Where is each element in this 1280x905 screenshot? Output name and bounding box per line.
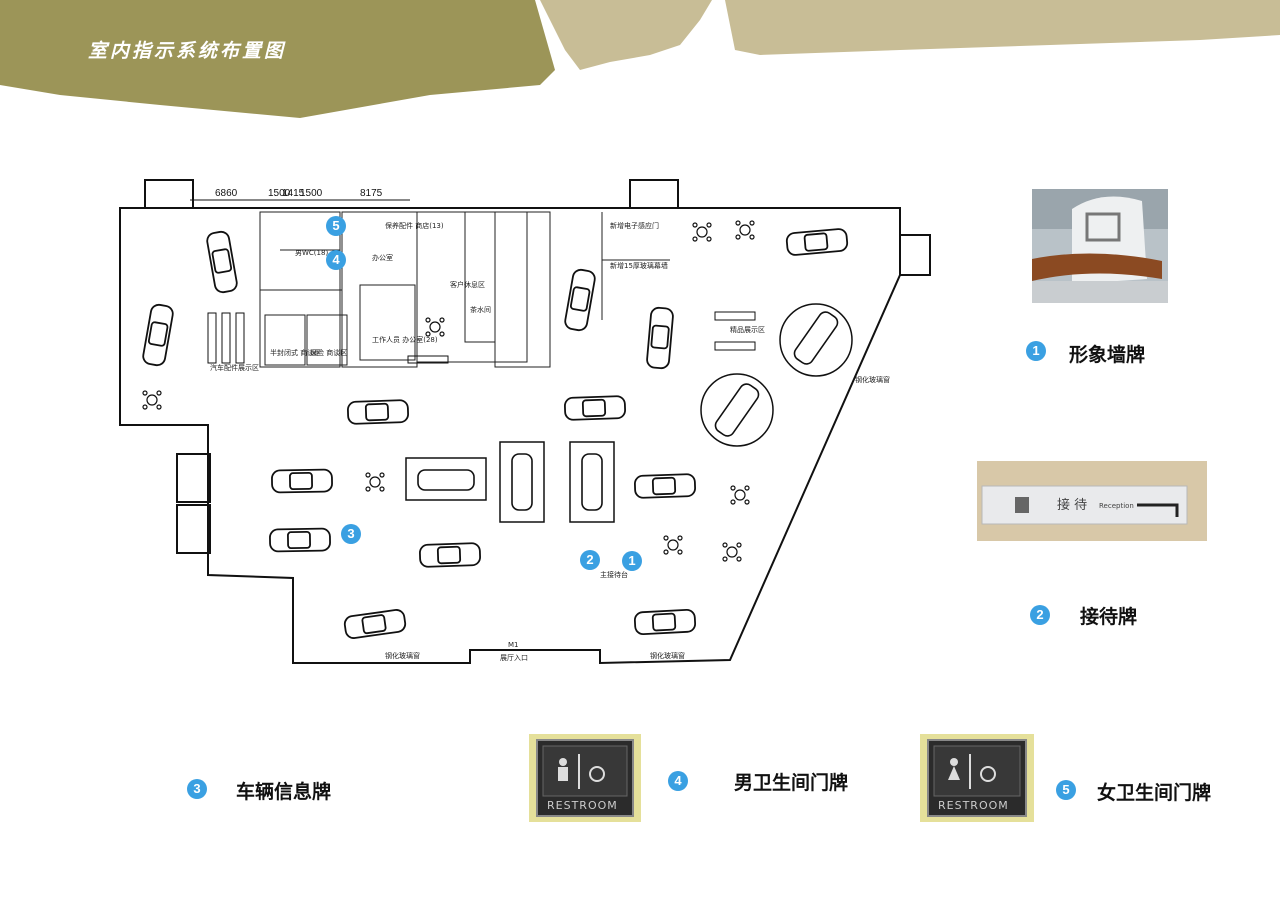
legend-badge-3: 3 (187, 779, 207, 799)
legend-badge-1: 1 (1026, 341, 1046, 361)
display-platform (405, 457, 487, 501)
legend-label-5: 女卫生间门牌 (1097, 782, 1212, 804)
left-box-2 (176, 504, 211, 554)
top-box-right (629, 179, 679, 209)
reception-person-icon (1015, 497, 1029, 513)
room-customer-lounge: 客户休息区 (450, 280, 485, 289)
table-set (663, 535, 683, 555)
plan-marker-1: 1 (622, 551, 642, 571)
wheelchair-icon (589, 766, 605, 782)
glass-window-right-bottom: 钢化玻璃窗 (650, 651, 685, 660)
room-insurance: 保险 商谈区 (310, 348, 347, 357)
car (419, 542, 481, 568)
dim-4: 1500 (300, 188, 323, 199)
table-set (722, 542, 742, 562)
legend-badge-4: 4 (668, 771, 688, 791)
main-reception-label: 主接待台 (600, 570, 628, 579)
table-set (142, 390, 162, 410)
reception-sign-text: 接 待 (1057, 497, 1087, 513)
legend-label-4: 男卫生间门牌 (734, 772, 849, 794)
right-box (899, 234, 931, 276)
glass-window-right: 钢化玻璃窗 (855, 375, 890, 384)
outer-wall (119, 207, 901, 665)
table-set (730, 485, 750, 505)
honda-logo-wall-photo (1032, 189, 1168, 303)
car (206, 230, 238, 294)
car (564, 268, 596, 332)
room-office: 办公室 (372, 253, 393, 262)
car (646, 306, 674, 370)
car (785, 228, 849, 256)
car (271, 468, 333, 494)
room-tea: 茶水间 (470, 305, 491, 314)
woman-icon (950, 758, 958, 766)
men-restroom-sign-photo: RESTROOM (529, 734, 641, 822)
table-set (692, 222, 712, 242)
legend-label-3: 车辆信息牌 (236, 781, 332, 803)
header-banner (0, 0, 1280, 118)
table-set (365, 472, 385, 492)
display-platform (569, 441, 615, 523)
display-turntable (700, 373, 774, 447)
legend-badge-2: 2 (1030, 605, 1050, 625)
room-semi-closed: 半封闭式 商谈区 (270, 348, 321, 357)
header-light-shape (540, 0, 712, 70)
entrance-code: M1 (508, 641, 519, 649)
plan-marker-5: 5 (326, 216, 346, 236)
display-turntable (779, 303, 853, 377)
reception-sign-sub: Reception (1099, 502, 1134, 510)
plan-marker-3: 3 (341, 524, 361, 544)
room-parts-display: 汽车配件展示区 (210, 363, 259, 372)
car (347, 399, 409, 425)
legend-label-1: 形象墙牌 (1069, 344, 1146, 366)
women-restroom-text: RESTROOM (938, 799, 1009, 812)
top-box-left (144, 179, 194, 209)
car (633, 608, 697, 636)
legend-label-2: 接待牌 (1080, 606, 1138, 628)
left-box-1 (176, 453, 211, 503)
room-men-wc: 男WC(18) (295, 249, 328, 257)
dim-2: 1500 (268, 188, 291, 199)
table-set (425, 317, 445, 337)
room-boutique: 精品展示区 (730, 325, 765, 334)
men-restroom-text: RESTROOM (547, 799, 618, 812)
man-icon (559, 758, 567, 766)
header-dark-shape (0, 0, 555, 118)
dim-5: 8175 (360, 188, 383, 199)
room-new-glass: 新增15厚玻璃幕墙 (610, 261, 668, 270)
display-platform (499, 441, 545, 523)
plan-marker-4: 4 (326, 250, 346, 270)
car (142, 303, 174, 367)
honda-logo-icon (1085, 212, 1121, 242)
women-restroom-sign-photo: RESTROOM (920, 734, 1034, 822)
room-service-parts: 保养配件 商店(13) (385, 221, 444, 230)
table-set (735, 220, 755, 240)
page-title: 室内指示系统布置图 (88, 40, 287, 62)
car (634, 473, 696, 499)
header-light-shape-2 (725, 0, 1280, 55)
car (343, 609, 407, 639)
room-new-door: 新增电子感应门 (610, 221, 659, 230)
glass-window-left: 钢化玻璃窗 (385, 651, 420, 660)
legend-badge-5: 5 (1056, 780, 1076, 800)
car (564, 395, 626, 421)
entrance-label: 展厅入口 (500, 654, 528, 662)
car (269, 527, 331, 553)
dim-3: 1415 (282, 188, 305, 199)
dim-1: 6860 (215, 188, 238, 199)
reception-sign-photo: 接 待 Reception (977, 461, 1207, 541)
floor-plan: 6860 1500 1415 1500 8175 保养配件 商店(13) 办公室… (119, 179, 931, 665)
room-staff-office: 工作人员 办公室(28) (372, 335, 438, 344)
wheelchair-icon (980, 766, 996, 782)
plan-marker-2: 2 (580, 550, 600, 570)
